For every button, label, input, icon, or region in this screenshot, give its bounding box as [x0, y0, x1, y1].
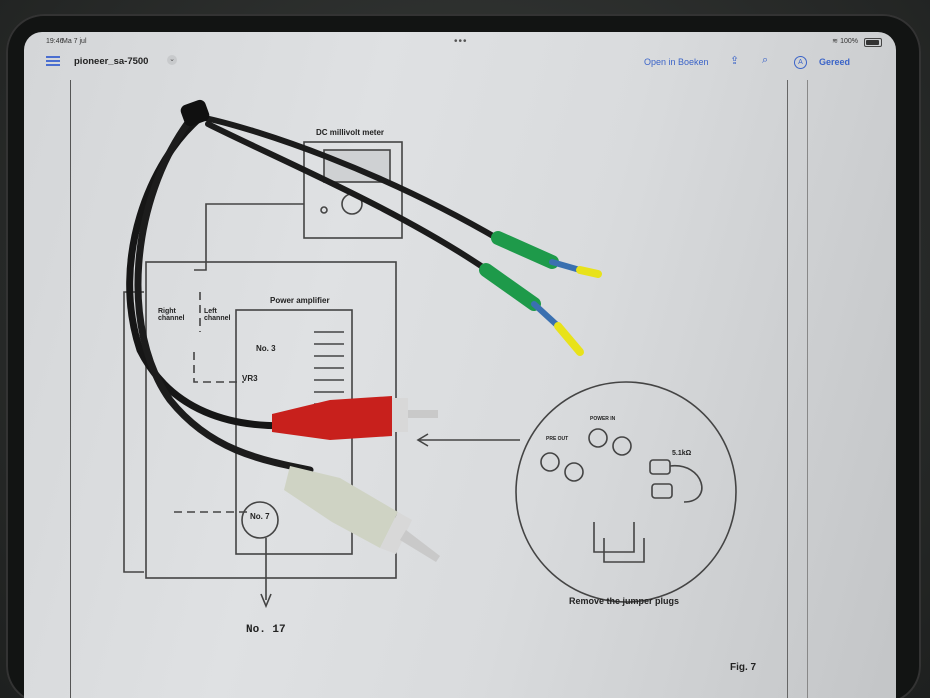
resistor-lead [669, 465, 703, 503]
jack-2 [564, 462, 584, 482]
resistor-plug-1 [649, 459, 671, 475]
jumper-plug-1 [593, 522, 635, 553]
cable-black-white [134, 116, 314, 474]
status-time: 19:46 [46, 38, 64, 45]
no17-label: No. 17 [246, 624, 286, 636]
no7-label: No. 7 [250, 512, 270, 521]
document-title[interactable]: pioneer_sa-7500 [74, 56, 149, 67]
meter-wire [194, 203, 304, 271]
right-channel-lead [193, 352, 244, 383]
ipad-screen: 19:46 Ma 7 jul ••• ≋ 100% pioneer_sa-750… [24, 32, 896, 698]
yellow-tip-2 [554, 322, 584, 356]
share-icon[interactable]: ⇪ [730, 55, 740, 67]
jack-3 [588, 428, 608, 448]
cable-lead-2 [205, 121, 493, 275]
battery-icon [864, 38, 882, 47]
status-date: Ma 7 jul [62, 38, 87, 45]
right-channel-label: Right channel [158, 308, 185, 322]
wifi-icon: ≋ [832, 38, 838, 45]
heatsink-fins [314, 331, 344, 405]
meter-terminal [320, 206, 328, 214]
red-rca-plug [272, 396, 438, 440]
white-rca-plug [284, 466, 440, 562]
cable-tie [180, 99, 210, 127]
multitasking-dots-icon[interactable]: ••• [454, 36, 468, 47]
page-margin-line-2 [807, 80, 808, 698]
markup-icon[interactable]: A [794, 56, 807, 69]
jumper-plug-2 [603, 538, 645, 563]
chevron-down-icon[interactable]: ⌄ [167, 55, 177, 65]
resistor-1 [549, 259, 583, 273]
heatshrink-2 [479, 263, 541, 311]
resistor-plug-2 [651, 483, 673, 499]
no3-label: No. 3 [256, 344, 276, 353]
no7-circle [241, 501, 279, 539]
figure-number: Fig. 7 [730, 662, 757, 673]
search-icon[interactable]: ⌕ [762, 54, 769, 66]
battery-percentage: 100% [840, 38, 858, 45]
resistor-2 [531, 301, 561, 329]
heatshrink-1 [491, 231, 559, 269]
open-in-books-button[interactable]: Open in Boeken [644, 57, 709, 67]
detail-pointer-head [416, 433, 429, 447]
cable-lead-1 [202, 115, 503, 243]
jack-1 [540, 452, 560, 472]
vr3-label: VR3 [242, 374, 258, 383]
left-channel-label: Left channel [204, 308, 231, 322]
figure-caption: Remove the jumper plugs [569, 596, 680, 606]
power-amplifier-label: Power amplifier [270, 296, 330, 305]
list-icon[interactable] [46, 56, 60, 66]
meter-label: DC millivolt meter [316, 128, 385, 137]
no17-arrowhead [260, 593, 272, 609]
pre-out-label: PRE OUT [546, 436, 569, 442]
pdf-page [70, 80, 896, 698]
power-in-label: POWER IN [590, 416, 616, 422]
amplifier-side [123, 291, 144, 573]
document-toolbar: pioneer_sa-7500 ⌄ Open in Boeken ⇪ ⌕ A G… [24, 50, 896, 76]
jack-4 [612, 436, 632, 456]
status-bar: 19:46 Ma 7 jul ••• ≋ 100% [24, 32, 896, 50]
detail-circle [515, 381, 737, 603]
resistor-label: 5.1kΩ [672, 450, 692, 457]
yellow-tip-1 [576, 266, 602, 278]
page-margin-line [787, 80, 788, 698]
done-button[interactable]: Gereed [819, 57, 851, 67]
